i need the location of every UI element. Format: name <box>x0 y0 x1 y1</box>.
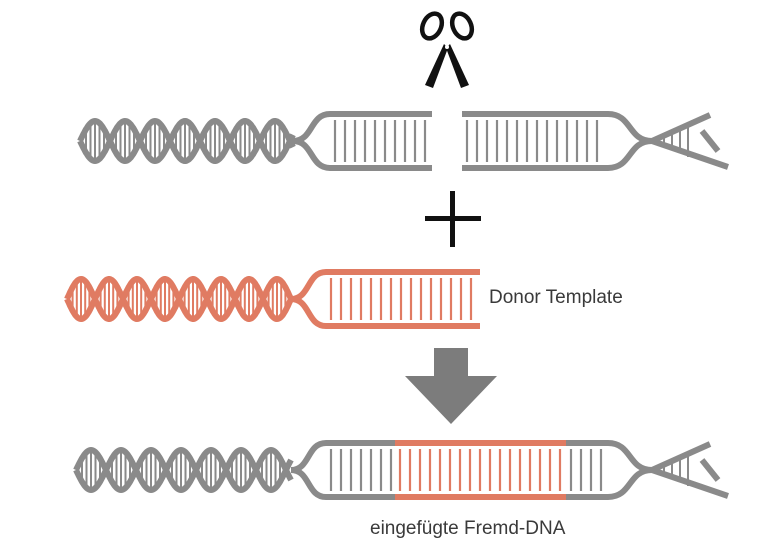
edited-dna <box>73 440 729 500</box>
plus-icon <box>425 191 481 247</box>
donor-dna-strand <box>64 275 294 323</box>
inserted-dna-label: eingefügte Fremd-DNA <box>370 518 566 539</box>
target-dna-strand <box>292 138 331 171</box>
edited-dna-strand <box>607 440 653 473</box>
edited-dna-strand <box>650 441 712 473</box>
edited-dna-strand <box>607 467 653 500</box>
donor-template-dna <box>64 269 480 329</box>
donor-dna-strand <box>290 296 327 329</box>
down-arrow-icon <box>405 348 497 424</box>
edited-dna-strand <box>699 458 721 482</box>
donor-dna-strand <box>290 269 327 302</box>
target-dna-strand <box>607 111 653 144</box>
edited-dna-strand <box>73 446 294 494</box>
edited-dna-strand <box>290 467 327 500</box>
target-dna-strand <box>607 138 653 171</box>
target-dna-strand <box>699 129 721 153</box>
donor-template-label: Donor Template <box>489 287 623 308</box>
target-dna-strand <box>292 111 331 144</box>
target-dna-strand <box>77 117 296 165</box>
target-dna-strand <box>77 117 296 165</box>
target-dna-strand <box>650 112 712 144</box>
cut-target-dna <box>77 111 729 171</box>
edited-dna-strand <box>290 440 327 473</box>
scissors-icon <box>419 11 475 88</box>
